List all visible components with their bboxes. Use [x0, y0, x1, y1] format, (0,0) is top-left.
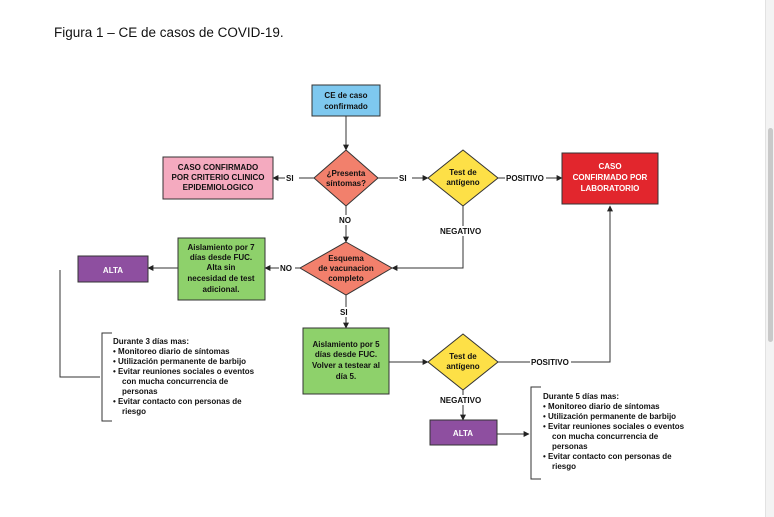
edge-label-negativo-1: NEGATIVO	[440, 227, 481, 236]
node-test2-line-1: Test de	[449, 352, 477, 361]
edge-label-si-2: SI	[399, 174, 407, 183]
node-alta-1: ALTA	[77, 255, 149, 283]
edge-test1-esquema	[391, 206, 464, 271]
edge-label-no-2: NO	[280, 264, 292, 273]
node-alta2-label: ALTA	[453, 429, 473, 438]
note3-line-1: Durante 3 días mas:	[113, 337, 189, 346]
figure-title: Figura 1 – CE de casos de COVID-19.	[54, 25, 284, 40]
note5-line-8: riesgo	[552, 462, 576, 471]
edge-label-positivo-2: POSITIVO	[531, 358, 569, 367]
node-test-antigeno-2: Test de antígeno	[427, 333, 499, 391]
edge-label-si-3: SI	[340, 308, 348, 317]
node-aisl5-line-1: Aislamiento por 5	[312, 340, 380, 349]
note3-line-3: • Utilización permanente de barbijo	[113, 357, 246, 366]
edge-label-negativo-2: NEGATIVO	[440, 396, 481, 405]
node-aisl7-line-1: Aislamiento por 7	[187, 243, 255, 252]
node-aislamiento-7-dias: Aislamiento por 7 días desde FUC. Alta s…	[177, 237, 266, 301]
node-criterio-line-3: EPIDEMIOLOGICO	[183, 183, 254, 192]
edge-label-positivo-1: POSITIVO	[506, 174, 544, 183]
node-test2-line-2: antígeno	[446, 362, 479, 371]
node-criterio-line-2: POR CRITERIO CLINICO	[172, 173, 265, 182]
node-aisl7-line-2: días desde FUC.	[190, 253, 252, 262]
node-aislamiento-5-dias: Aislamiento por 5 días desde FUC. Volver…	[302, 327, 390, 395]
note3-line-7: • Evitar contacto con personas de	[113, 397, 242, 406]
note-5-dias: Durante 5 días mas: • Monitoreo diario d…	[530, 386, 685, 480]
node-test1-line-2: antígeno	[446, 178, 479, 187]
node-presenta-sintomas: ¿Presenta síntomas?	[313, 149, 379, 207]
node-aisl5-line-3: Volver a testear al	[312, 361, 380, 370]
note5-line-1: Durante 5 días mas:	[543, 392, 619, 401]
node-criterio-clinico: CASO CONFIRMADO POR CRITERIO CLINICO EPI…	[162, 156, 274, 200]
edge-test2-lab	[498, 205, 613, 363]
node-esquema-vacunacion: Esquema de vacunacion completo	[298, 241, 394, 296]
node-alta-2: ALTA	[429, 419, 498, 446]
edge-label-si-1: SI	[286, 174, 294, 183]
note5-line-5: con mucha concurrencia de	[552, 432, 659, 441]
note3-line-2: • Monitoreo diario de síntomas	[113, 347, 230, 356]
note3-line-4: • Evitar reuniones sociales o eventos	[113, 367, 255, 376]
node-ce-caso-confirmado: CE de caso confirmado	[311, 84, 381, 117]
node-lab-line-1: CASO	[598, 162, 621, 171]
edge-label-no-1: NO	[339, 216, 351, 225]
node-esquema-line-2: de vacunacion	[318, 264, 374, 273]
node-esquema-line-1: Esquema	[328, 254, 364, 263]
note5-line-6: personas	[552, 442, 588, 451]
vertical-scrollbar[interactable]	[765, 0, 774, 517]
edge-note3-alta	[59, 270, 100, 378]
note5-line-3: • Utilización permanente de barbijo	[543, 412, 676, 421]
note3-line-8: riesgo	[122, 407, 146, 416]
node-lab-line-2: CONFIRMADO POR	[573, 173, 648, 182]
node-sintomas-line-1: ¿Presenta	[327, 169, 366, 178]
node-aisl7-line-5: adicional.	[203, 285, 240, 294]
node-test-antigeno-1: Test de antígeno	[427, 149, 499, 207]
node-confirmado-laboratorio: CASO CONFIRMADO POR LABORATORIO	[561, 152, 659, 205]
node-start-line-1: CE de caso	[324, 91, 367, 100]
note5-line-4: • Evitar reuniones sociales o eventos	[543, 422, 685, 431]
node-test1-line-1: Test de	[449, 168, 477, 177]
note3-line-6: personas	[122, 387, 158, 396]
node-alta1-label: ALTA	[103, 266, 123, 275]
node-aisl5-line-2: días desde FUC.	[315, 350, 377, 359]
node-esquema-line-3: completo	[328, 274, 364, 283]
node-start-line-2: confirmado	[324, 102, 368, 111]
node-aisl5-line-4: día 5.	[336, 372, 356, 381]
node-sintomas-line-2: síntomas?	[326, 179, 366, 188]
node-aisl7-line-3: Alta sin	[207, 263, 236, 272]
note-3-dias: Durante 3 días mas: • Monitoreo diario d…	[101, 332, 255, 422]
node-criterio-line-1: CASO CONFIRMADO	[178, 163, 258, 172]
scrollbar-thumb[interactable]	[768, 128, 773, 342]
note5-line-2: • Monitoreo diario de síntomas	[543, 402, 660, 411]
note3-line-5: con mucha concurrencia de	[122, 377, 229, 386]
note5-line-7: • Evitar contacto con personas de	[543, 452, 672, 461]
node-aisl7-line-4: necesidad de test	[187, 274, 254, 283]
node-lab-line-3: LABORATORIO	[581, 184, 640, 193]
edge-labels: SI SI POSITIVO NO NEGATIVO NO SI POSITIV…	[279, 173, 571, 405]
